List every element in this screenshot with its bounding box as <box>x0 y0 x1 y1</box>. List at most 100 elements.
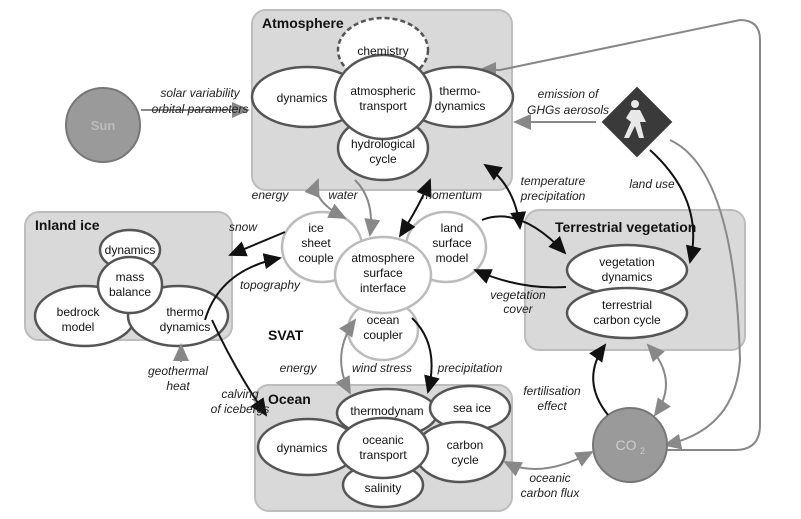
flux-label: temperature <box>521 174 586 188</box>
flux-label: water <box>328 188 358 202</box>
node-label: thermodynam <box>350 404 423 418</box>
node-label: ice <box>308 221 324 235</box>
node-label: vegetation <box>599 255 654 269</box>
node-label: mass <box>116 270 145 284</box>
node-label: dynamics <box>435 99 486 113</box>
svat-title: SVAT <box>268 327 304 343</box>
energy-arrow <box>304 178 347 219</box>
node-label: oceanic <box>362 433 403 447</box>
node-label: transport <box>359 448 407 462</box>
walking-man-icon <box>624 100 646 138</box>
ocean-title: Ocean <box>268 391 311 407</box>
fertilisation-arrow <box>589 343 609 416</box>
sun-label: Sun <box>91 118 116 133</box>
oceanic-transport-node <box>336 416 430 480</box>
node-label: carbon cycle <box>593 313 661 327</box>
flux-label: snow <box>229 220 258 234</box>
node-label: surface <box>363 266 403 280</box>
terrestrial-carbon-arrow <box>646 343 671 417</box>
node-label: sheet <box>301 236 331 250</box>
precipitation-arrow <box>411 317 440 394</box>
node-label: atmosphere <box>351 251 415 265</box>
node-label: salinity <box>365 481 402 495</box>
node-label: cycle <box>369 152 397 166</box>
ocean-components: thermodynam sea ice dynamics oceanic tra… <box>256 384 512 509</box>
snow-arrow <box>228 231 286 257</box>
topography-arrow <box>204 253 282 321</box>
co2-subscript: 2 <box>640 446 645 456</box>
node-label: thermo- <box>439 84 480 98</box>
flux-label: energy <box>280 361 318 375</box>
flux-label: of icebergs <box>211 402 270 416</box>
flux-arrows <box>173 163 671 477</box>
emission-label: emission of <box>538 87 600 101</box>
flux-label: momentum <box>422 188 482 202</box>
inland-ice-title: Inland ice <box>35 217 100 233</box>
node-label: atmospheric <box>350 84 415 98</box>
flux-label: effect <box>537 399 567 413</box>
calving-arrow <box>211 319 268 417</box>
flux-label: calving <box>221 387 259 401</box>
node-label: cycle <box>451 453 479 467</box>
co2-icon <box>592 407 668 483</box>
node-label: sea ice <box>453 401 491 415</box>
ghg-label: GHGs aerosols <box>527 103 609 117</box>
vegetation-cover-arrow <box>473 269 567 289</box>
node-label: land <box>441 221 464 235</box>
atmospheric-transport-node <box>333 53 433 141</box>
land-to-vegetation-arrow <box>481 215 567 255</box>
atmosphere-title: Atmosphere <box>262 15 344 31</box>
co2-atmosphere-arrow <box>478 18 761 451</box>
ocean-energy-arrow <box>335 318 357 395</box>
node-label: coupler <box>363 328 402 342</box>
node-label: bedrock <box>57 305 101 319</box>
node-label: terrestrial <box>602 298 652 312</box>
flux-label: geothermal <box>148 364 208 378</box>
node-label: dynamics <box>105 243 156 257</box>
oceanic-carbon-flux-arrow <box>503 451 594 477</box>
flux-labels: energy water momentum temperature precip… <box>148 174 586 500</box>
node-label: balance <box>109 285 151 299</box>
flux-label: precipitation <box>437 361 503 375</box>
atmosphere-surface-interface-node <box>333 235 433 315</box>
sun-icon <box>65 87 141 163</box>
water-arrow <box>354 179 381 237</box>
flux-label: precipitation <box>520 189 586 203</box>
node-label: ocean <box>367 313 400 327</box>
terrestrial-components: vegetation dynamics terrestrial carbon c… <box>565 243 689 340</box>
node-label: hydrological <box>351 137 415 151</box>
land-use-label: land use <box>629 177 675 191</box>
land-use-arrow <box>649 149 702 264</box>
orbital-label: orbital parameters <box>152 102 249 116</box>
node-label: dynamics <box>160 320 211 334</box>
node-label: dynamics <box>277 441 328 455</box>
terrestrial-title: Terrestrial vegetation <box>555 219 696 235</box>
emission-co2-arrow <box>663 139 742 450</box>
node-label: chemistry <box>357 44 408 58</box>
flux-label: wind stress <box>352 361 412 375</box>
node-label: dynamics <box>277 91 328 105</box>
node-label: couple <box>298 251 334 265</box>
node-label: interface <box>360 281 406 295</box>
inland-ice-components: dynamics mass balance bedrock model ther… <box>33 228 230 348</box>
flux-label: cover <box>503 302 533 316</box>
node-label: dynamics <box>602 270 653 284</box>
node-label: carbon <box>447 438 484 452</box>
atmosphere-components: chemistry dynamics atmospheric transport… <box>250 16 515 182</box>
flux-label: fertilisation <box>523 384 581 398</box>
node-label: transport <box>359 99 407 113</box>
flux-label: topography <box>240 278 301 292</box>
node-label: model <box>436 251 469 265</box>
flux-label: oceanic <box>529 471 570 485</box>
co2-label-text: CO <box>616 437 637 453</box>
node-label: model <box>62 320 95 334</box>
flux-label: carbon flux <box>521 486 581 500</box>
terrestrial-carbon-cycle-node <box>565 286 689 340</box>
flux-label: vegetation <box>490 288 546 302</box>
co2-label: CO <box>616 437 637 453</box>
node-label: thermo <box>166 305 204 319</box>
flux-label: heat <box>166 379 190 393</box>
momentum-arrow <box>398 178 432 238</box>
flux-label: energy <box>252 188 290 202</box>
